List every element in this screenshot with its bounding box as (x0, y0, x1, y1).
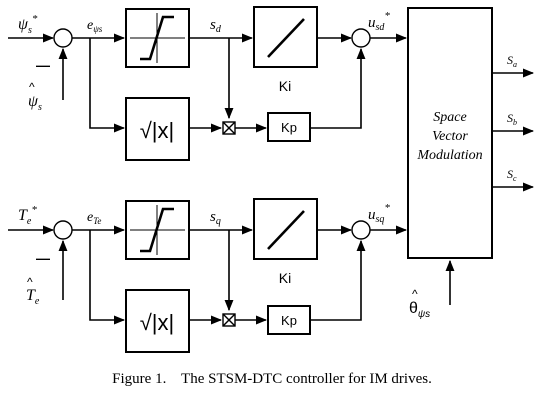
flux-summing-junction (53, 28, 73, 48)
flux-kp-block (267, 112, 311, 142)
theta-hat: ^ (412, 287, 418, 301)
flux-sqrt-block (125, 97, 190, 161)
torque-multiplier-cross-b (222, 313, 236, 327)
theta-label: θψs (409, 300, 430, 320)
svm-label-line-2: Vector (432, 129, 468, 144)
svm-block (407, 7, 493, 259)
svm-output-c-label: Sc (507, 167, 517, 183)
flux-feedback-hat: ^ (29, 80, 35, 94)
flux-kp-out-wire (310, 47, 366, 129)
torque-minus-sign: — (36, 250, 50, 266)
torque-feedback-hat: ^ (27, 275, 33, 289)
svm-label-line-1: Space (433, 110, 466, 125)
torque-error-branch-wire (89, 230, 126, 325)
torque-ki-ramp (267, 210, 305, 250)
torque-kp-label: Kp (281, 313, 297, 328)
flux-minus-sign: — (36, 57, 50, 73)
torque-sqrt-label: √|x| (140, 310, 175, 335)
flux-ki-ramp (267, 18, 305, 58)
flux-output-label: usd* (368, 10, 390, 33)
torque-feedback-label: Te (26, 287, 40, 307)
flux-output-summing-junction (351, 28, 371, 48)
flux-loop: ψs* — ψs ^ eψs √|x| sd (8, 6, 408, 161)
flux-kp-label: Kp (281, 120, 297, 135)
flux-ref-label: ψs* (18, 13, 38, 36)
torque-ki-label: Ki (279, 270, 291, 286)
torque-kp-out-wire (310, 239, 366, 321)
torque-switch-label: sq (210, 209, 221, 227)
torque-ref-label: Te* (18, 204, 37, 227)
torque-sqrt-block (125, 289, 190, 353)
flux-multiplier-cross-b (222, 121, 236, 135)
svm-label-line-3: Modulation (416, 148, 482, 163)
svm-section: Space Vector Modulation Sa Sb Sc ^ θψs (407, 7, 535, 320)
flux-sqrt-label: √|x| (140, 118, 175, 143)
torque-error-label: eTe (87, 210, 101, 226)
torque-loop: Te* — Te ^ eTe √|x| sq Ki (8, 198, 408, 353)
torque-output-summing-junction (351, 220, 371, 240)
svm-output-a-label: Sa (507, 53, 517, 69)
flux-error-branch-wire (89, 38, 126, 133)
svm-output-b-label: Sb (507, 111, 517, 127)
flux-sign-curve (140, 15, 174, 61)
flux-ki-label: Ki (279, 78, 291, 94)
torque-summing-junction (53, 220, 73, 240)
flux-switch-label: sd (210, 17, 222, 35)
flux-error-label: eψs (87, 18, 103, 34)
torque-output-label: usq* (368, 202, 390, 225)
flux-feedback-label: ψs (28, 93, 42, 113)
figure-caption: Figure 1. The STSM-DTC controller for IM… (112, 371, 432, 387)
torque-sign-curve (140, 207, 174, 253)
